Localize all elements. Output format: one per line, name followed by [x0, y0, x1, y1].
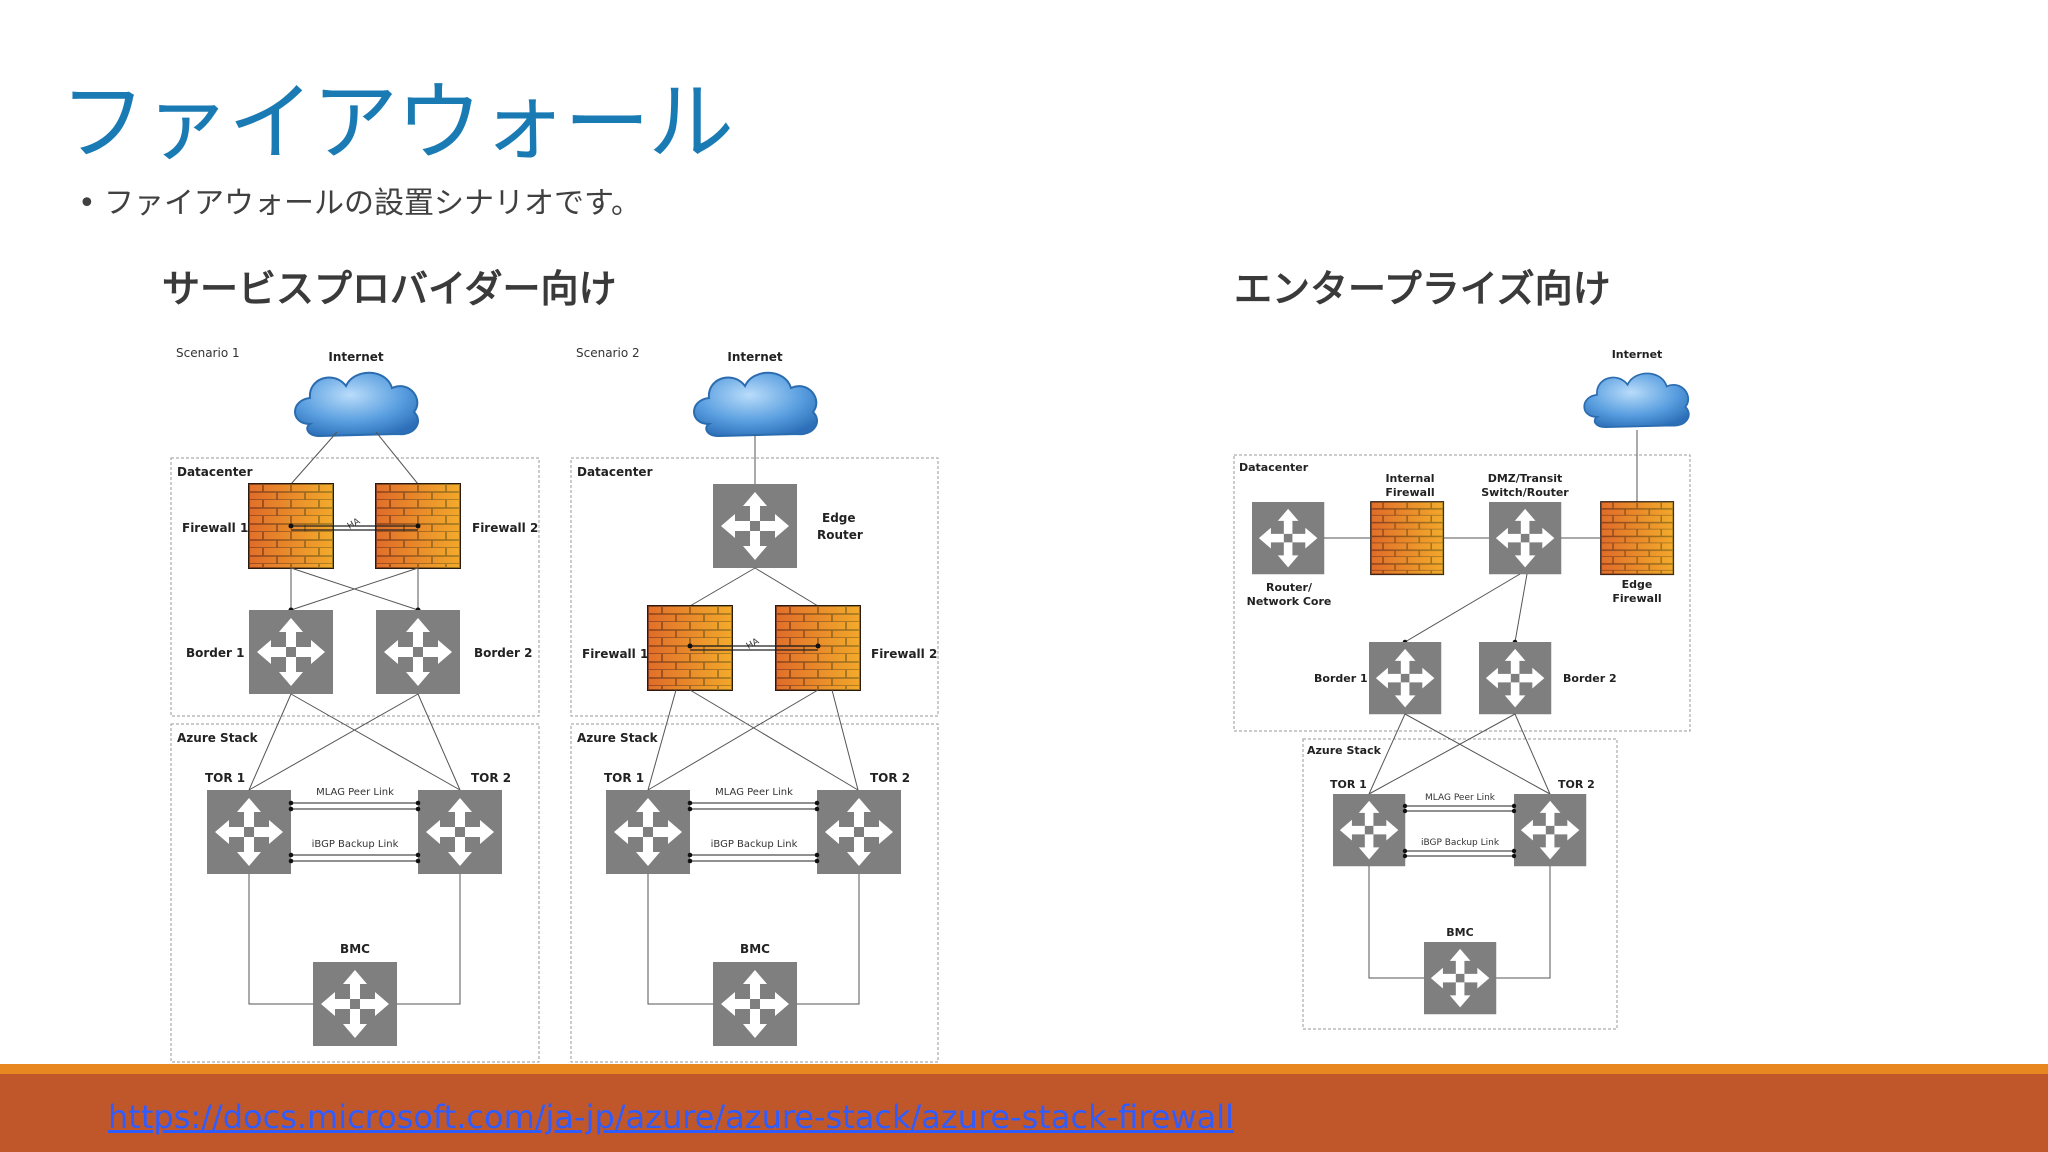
s1-datacenter-label: Datacenter — [177, 465, 253, 479]
ent-internet-label: Internet — [1612, 348, 1663, 361]
ent-dmz-label-1: DMZ/Transit — [1488, 472, 1563, 485]
ent-azure-stack-label: Azure Stack — [1307, 744, 1382, 757]
bullet-dot: • — [78, 186, 96, 221]
ent-internal-fw-label-2: Firewall — [1385, 486, 1434, 499]
ent-datacenter-box — [1233, 454, 1691, 732]
ent-border-1-label: Border 1 — [1314, 672, 1368, 685]
s2-azure-stack-box — [570, 723, 939, 1063]
ent-edge-fw-label-1: Edge — [1622, 578, 1653, 591]
ent-internal-firewall-icon — [1370, 501, 1445, 576]
ent-router-network-core-icon — [1252, 502, 1325, 575]
s1-azure-stack-box — [170, 723, 540, 1063]
s1-tor-2-icon — [418, 790, 502, 874]
page-title: ファイアウォール — [60, 73, 734, 173]
source-link[interactable]: https://docs.microsoft.com/ja-jp/azure/a… — [108, 1098, 1234, 1136]
s2-tor-2-icon — [817, 790, 901, 874]
s2-datacenter-box — [570, 457, 939, 717]
ent-border-1-icon — [1369, 642, 1442, 715]
s1-bmc-icon — [313, 962, 397, 1046]
heading-service-provider: サービスプロバイダー向け — [162, 267, 617, 311]
s2-edge-router-label-1: Edge — [822, 511, 856, 525]
ent-dmz-switch-icon — [1489, 502, 1562, 575]
s2-mlag-label: MLAG Peer Link — [715, 787, 793, 798]
s1-border-1-label: Border 1 — [186, 646, 244, 660]
s1-bmc-label: BMC — [340, 942, 370, 956]
ent-mlag-label: MLAG Peer Link — [1425, 793, 1496, 803]
scenario-2: Scenario 2 Internet Datacenter Edge Rout… — [570, 346, 939, 1063]
s2-edge-router-label-2: Router — [817, 528, 863, 542]
s1-internet-cloud-icon — [294, 371, 420, 437]
s2-tor-1-icon — [606, 790, 690, 874]
s2-azure-stack-label: Azure Stack — [577, 731, 659, 745]
ent-tor-1-label: TOR 1 — [1330, 778, 1367, 791]
ent-internet-cloud-icon — [1583, 372, 1690, 429]
ent-internal-fw-label-1: Internal — [1385, 472, 1434, 485]
bullet-text: •ファイアウォールの設置シナリオです。 — [78, 178, 641, 222]
scenario-1-caption: Scenario 1 — [176, 346, 240, 360]
enterprise-scenario: Internet Datacenter Internal Firewall DM… — [1233, 348, 1691, 1030]
s2-internet-label: Internet — [727, 350, 782, 364]
ent-bmc-icon — [1424, 942, 1497, 1015]
s1-border-1-icon — [249, 610, 333, 694]
s1-tor-1-label: TOR 1 — [205, 771, 245, 785]
ent-edge-fw-label-2: Firewall — [1612, 592, 1661, 605]
s1-border-2-label: Border 2 — [474, 646, 532, 660]
s1-mlag-label: MLAG Peer Link — [316, 787, 394, 798]
ent-dmz-label-2: Switch/Router — [1481, 486, 1569, 499]
ent-router-label-2: Network Core — [1247, 595, 1332, 608]
s2-internet-cloud-icon — [693, 371, 819, 437]
s1-ibgp-label: iBGP Backup Link — [312, 839, 399, 850]
bullet-label: ファイアウォールの設置シナリオです。 — [104, 186, 641, 221]
footer-bar: https://docs.microsoft.com/ja-jp/azure/a… — [0, 1074, 2048, 1152]
network-diagram: Scenario 1 Internet Datacenter Firewall … — [170, 346, 1691, 1063]
ent-border-2-label: Border 2 — [1563, 672, 1617, 685]
scenario-2-caption: Scenario 2 — [576, 346, 640, 360]
s1-firewall-1-label: Firewall 1 — [182, 521, 248, 535]
s2-firewall-1-label: Firewall 1 — [582, 647, 648, 661]
ent-tor-2-label: TOR 2 — [1558, 778, 1595, 791]
s1-tor-2-label: TOR 2 — [471, 771, 511, 785]
ent-bmc-label: BMC — [1446, 926, 1473, 939]
s2-datacenter-label: Datacenter — [577, 465, 653, 479]
ent-edge-firewall-icon — [1600, 501, 1675, 576]
scenario-1: Scenario 1 Internet Datacenter Firewall … — [170, 346, 540, 1063]
s2-ibgp-label: iBGP Backup Link — [711, 839, 798, 850]
s1-datacenter-box — [170, 457, 540, 717]
ent-tor-1-icon — [1333, 794, 1406, 867]
ent-datacenter-label: Datacenter — [1239, 461, 1309, 474]
ent-tor-2-icon — [1514, 794, 1587, 867]
s1-tor-1-icon — [207, 790, 291, 874]
s2-bmc-label: BMC — [740, 942, 770, 956]
s1-internet-label: Internet — [328, 350, 383, 364]
s2-firewall-2-label: Firewall 2 — [871, 647, 937, 661]
ent-border-2-icon — [1479, 642, 1552, 715]
s2-edge-router-icon — [713, 484, 797, 568]
s1-firewall-2-label: Firewall 2 — [472, 521, 538, 535]
footer-accent-line — [0, 1064, 2048, 1074]
ent-router-label-1: Router/ — [1266, 581, 1313, 594]
s2-tor-1-label: TOR 1 — [604, 771, 644, 785]
ent-azure-stack-box — [1302, 738, 1618, 1030]
heading-enterprise: エンタープライズ向け — [1234, 267, 1611, 311]
s2-tor-2-label: TOR 2 — [870, 771, 910, 785]
ent-ibgp-label: iBGP Backup Link — [1421, 838, 1500, 848]
s2-bmc-icon — [713, 962, 797, 1046]
s1-border-2-icon — [376, 610, 460, 694]
s1-azure-stack-label: Azure Stack — [177, 731, 259, 745]
